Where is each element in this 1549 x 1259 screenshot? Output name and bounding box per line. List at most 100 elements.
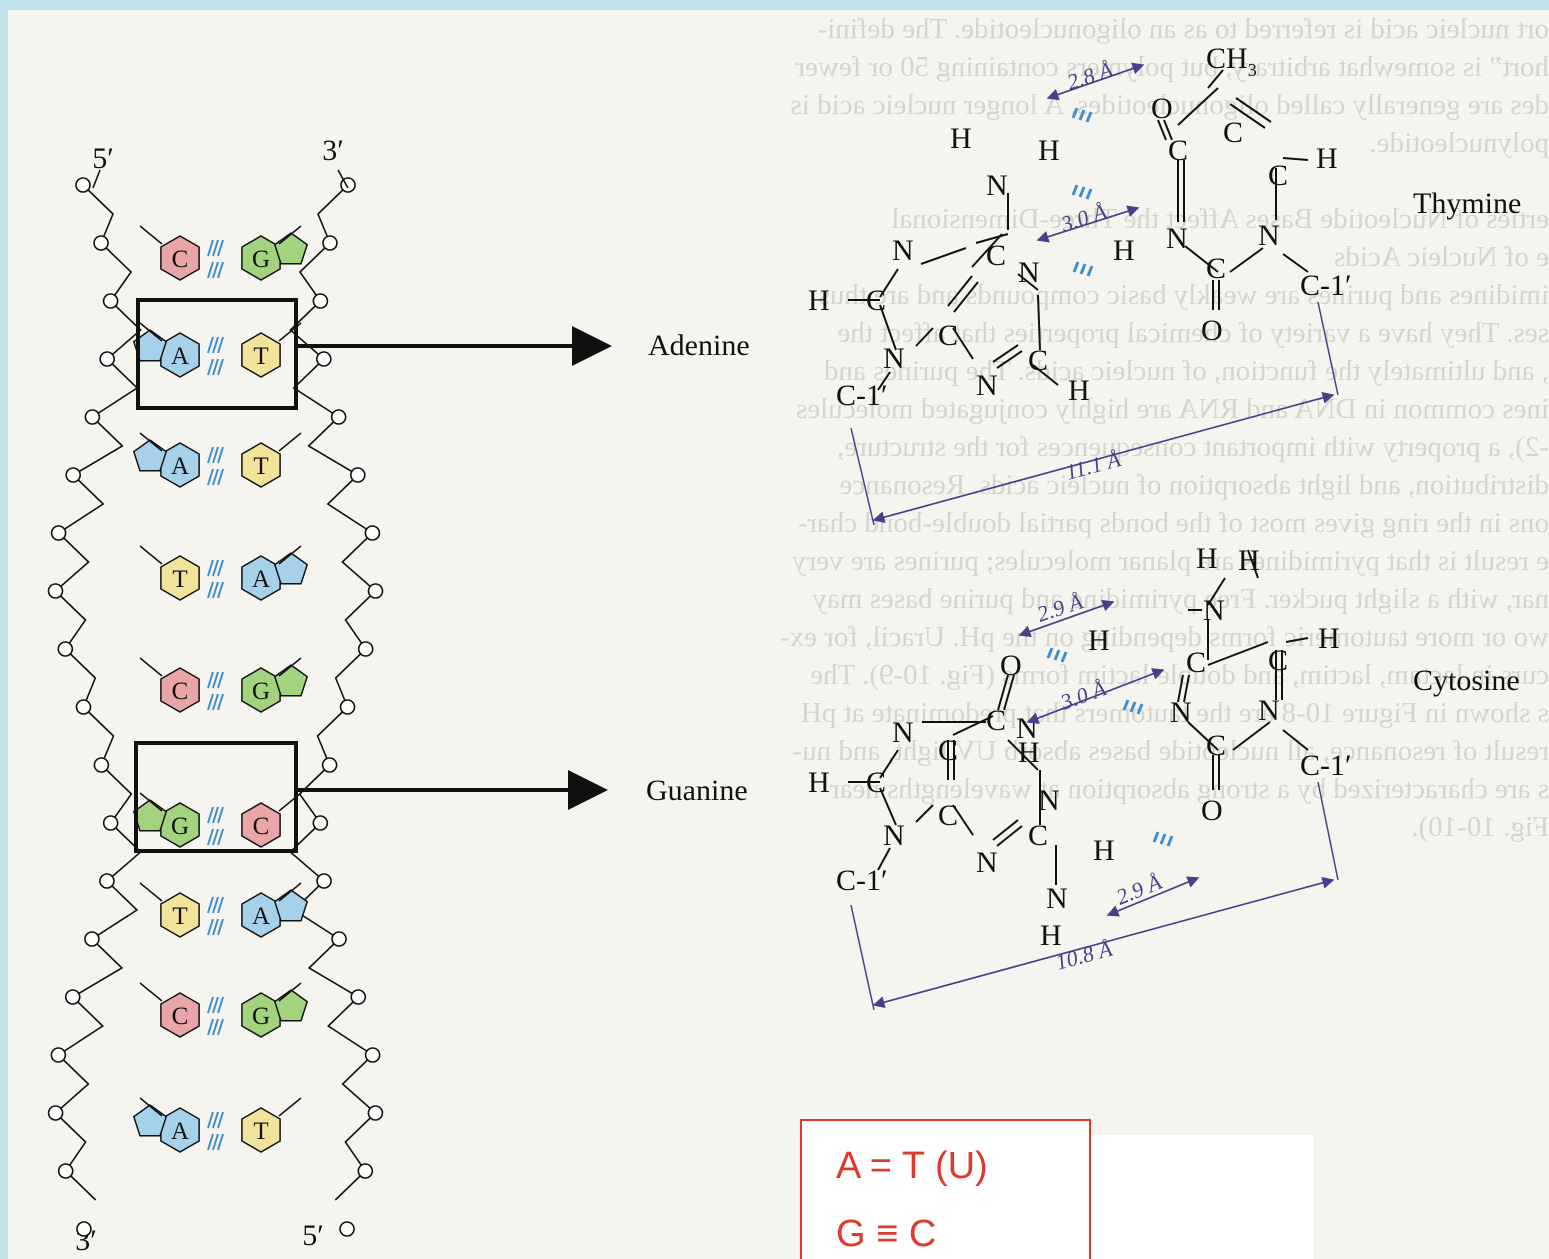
hydrogen-bond — [217, 581, 224, 599]
distance-label: 3.0 Å — [1057, 198, 1110, 237]
base-pair-structures: H H N C N N H C C N N C H H N O C C C H … — [298, 42, 1521, 1011]
adenine-thymine-distances — [850, 62, 1339, 526]
svg-text:N: N — [1258, 694, 1280, 727]
rule-at: A = T (U) — [836, 1145, 988, 1187]
phosphate-circle — [50, 1047, 67, 1063]
phosphate-circle — [312, 293, 329, 309]
phosphate-circle — [50, 525, 67, 541]
glycosidic-bond — [278, 225, 302, 245]
hydrogen-bond — [212, 806, 219, 824]
phosphate-circle — [316, 873, 332, 889]
base-letter: G — [252, 1003, 270, 1030]
hydrogen-bond — [207, 358, 214, 376]
svg-text:C: C — [1168, 134, 1188, 167]
hydrogen-bond — [217, 559, 224, 577]
svg-text:N: N — [883, 342, 905, 375]
hydrogen-bond — [217, 918, 224, 936]
phosphate-circle — [57, 1163, 74, 1179]
hydrogen-bond — [212, 996, 219, 1014]
hydrogen-bond — [212, 671, 219, 689]
svg-text:H: H — [808, 284, 830, 317]
svg-text:H: H — [1038, 134, 1060, 167]
svg-text:O: O — [1201, 794, 1223, 827]
base-ring — [241, 442, 281, 488]
distance-label: 11.1 Å — [1063, 446, 1124, 485]
phosphate-circle — [367, 1105, 384, 1121]
base-letter: G — [171, 813, 189, 840]
strand-end-label: 3′ — [322, 134, 344, 167]
hydrogen-bond — [217, 358, 224, 376]
svg-text:C: C — [1268, 159, 1288, 192]
guanine-label: Guanine — [646, 774, 748, 807]
hydrogen-bond — [207, 446, 214, 464]
phosphate-circle — [84, 931, 100, 947]
svg-text:O: O — [1201, 314, 1223, 347]
glycosidic-bond — [139, 432, 163, 452]
phosphate-circle — [47, 1105, 64, 1121]
hydrogen-bond — [212, 1111, 219, 1129]
phosphate-circle — [75, 177, 91, 193]
svg-text:C: C — [866, 284, 886, 317]
svg-text:N: N — [1258, 219, 1280, 252]
base-letter: C — [253, 813, 270, 840]
glycosidic-bond — [139, 225, 163, 245]
highlight-box-gc — [134, 741, 298, 853]
hydrogen-bond — [212, 239, 219, 257]
figure-panel: ort nucleic acid is referred to as an ol… — [8, 10, 1549, 1259]
cytosine-attach-label: C-1′ — [1300, 749, 1352, 782]
base-letter: C — [172, 1003, 189, 1030]
hydrogen-bond — [207, 1133, 214, 1151]
glycosidic-bond — [139, 1097, 163, 1117]
rule-box-backdrop — [1087, 1135, 1314, 1259]
phosphate-circle — [350, 989, 367, 1005]
hydrogen-bond — [212, 1018, 219, 1036]
glycosidic-bond — [278, 982, 302, 1002]
phosphate-circle — [339, 1221, 355, 1237]
phosphate-circle — [350, 467, 366, 483]
hydrogen-bond — [212, 581, 219, 599]
hydrogen-bond — [217, 671, 224, 689]
base-letter: G — [252, 678, 270, 705]
guanine-cytosine-hbonds — [1046, 647, 1174, 847]
svg-text:N: N — [976, 369, 998, 402]
base-ring — [160, 892, 200, 938]
svg-text:N: N — [883, 819, 905, 852]
glycosidic-bond — [278, 1097, 302, 1117]
hydrogen-bond — [207, 693, 214, 711]
hydrogen-bond — [212, 468, 219, 486]
hydrogen-bond — [207, 918, 214, 936]
hydrogen-bond — [207, 336, 214, 354]
guanine-cytosine-distances — [850, 599, 1339, 1011]
hydrogen-bond — [217, 446, 224, 464]
hydrogen-bond — [217, 1111, 224, 1129]
thymine-attach-label: C-1′ — [1300, 269, 1352, 302]
hydrogen-bond — [212, 1133, 219, 1151]
svg-text:C: C — [866, 766, 886, 799]
hydrogen-bond — [212, 918, 219, 936]
base-pairing-rules: A = T (U) G ≡ C — [800, 1119, 1091, 1259]
svg-text:C: C — [986, 704, 1006, 737]
svg-text:C: C — [938, 319, 958, 352]
base-letter: T — [253, 343, 268, 370]
phosphate-circle — [47, 583, 64, 599]
distance-label: 3.0 Å — [1056, 675, 1110, 715]
svg-text:N: N — [1203, 594, 1225, 627]
svg-text:H: H — [1316, 142, 1338, 175]
hydrogen-bond — [217, 828, 224, 846]
hydrogen-bond — [217, 336, 224, 354]
svg-text:N: N — [1038, 784, 1060, 817]
svg-text:H: H — [1068, 374, 1090, 407]
hydrogen-bond — [207, 261, 214, 279]
svg-text:N: N — [892, 234, 914, 267]
strand-end-stub — [92, 169, 101, 189]
phosphate-circle — [93, 757, 110, 773]
base-ring — [241, 1107, 281, 1153]
hydrogen-bond — [212, 828, 219, 846]
svg-text:N: N — [892, 716, 914, 749]
hydrogen-bond — [212, 446, 219, 464]
phosphate-circle — [76, 1221, 92, 1237]
glycosidic-bond — [139, 657, 163, 677]
svg-text:H: H — [1238, 544, 1260, 577]
svg-text:H: H — [1093, 834, 1115, 867]
hydrogen-bond — [207, 1018, 214, 1036]
